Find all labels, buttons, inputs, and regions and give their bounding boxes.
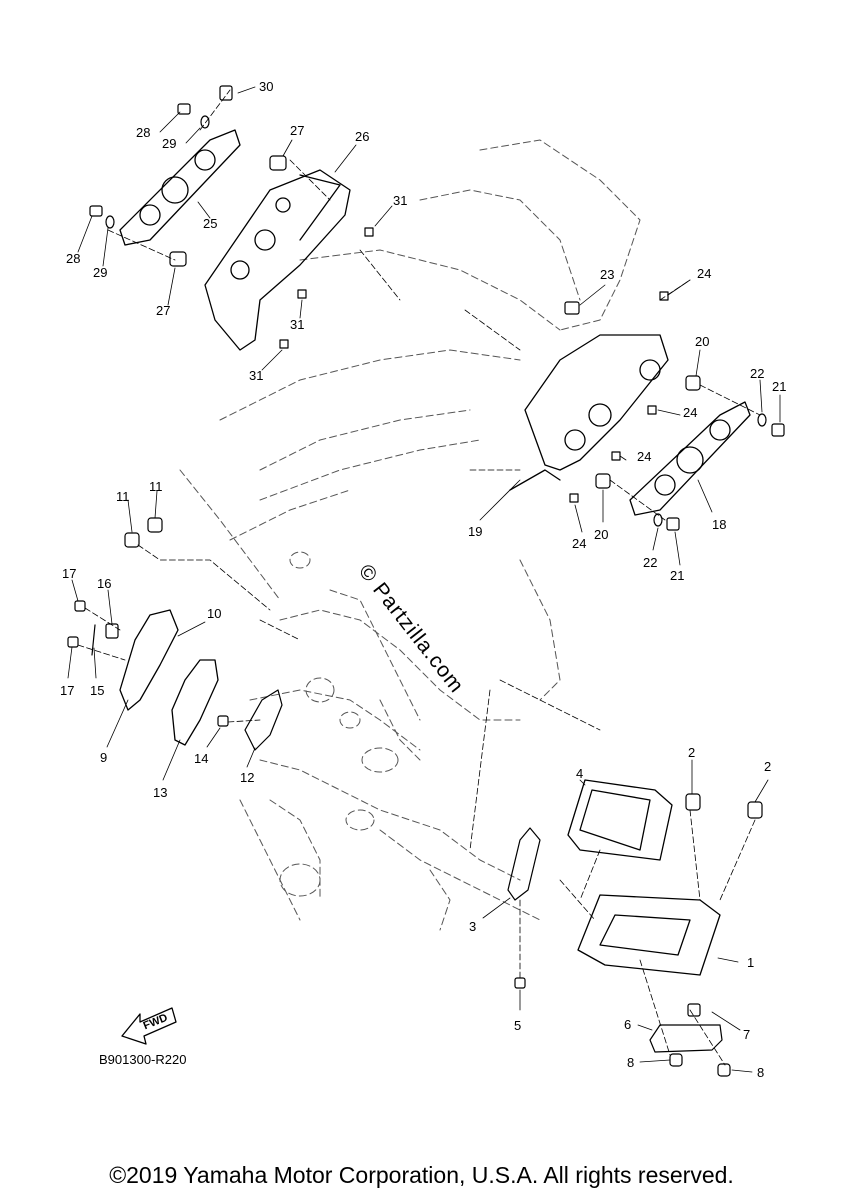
callout-31: 31 (249, 368, 264, 383)
bracket-26 (204, 169, 351, 351)
callout-4: 4 (576, 766, 584, 781)
cover-9 (119, 609, 179, 711)
callout-22: 22 (643, 555, 658, 570)
callout-23: 23 (600, 267, 615, 282)
fwd-arrow (121, 1007, 177, 1045)
callout-24: 24 (683, 405, 698, 420)
callout-13: 13 (153, 785, 168, 800)
callout-5: 5 (514, 1018, 522, 1033)
callout-3: 3 (469, 919, 477, 934)
callout-24: 24 (637, 449, 652, 464)
bracket-19 (509, 334, 669, 491)
callout-8: 8 (757, 1065, 765, 1080)
box-4 (567, 779, 673, 861)
callout-6: 6 (624, 1017, 632, 1032)
plate-18 (629, 401, 751, 516)
callout-10: 10 (207, 606, 222, 621)
plate-25 (119, 129, 241, 246)
callout-17: 17 (62, 566, 77, 581)
bracket-3 (507, 827, 541, 901)
assembly-lines (77, 89, 761, 1066)
callout-1: 1 (747, 955, 755, 970)
frame-outline (179, 139, 641, 931)
callout-20: 20 (594, 527, 609, 542)
bracket-12 (244, 689, 283, 751)
callout-2: 2 (688, 745, 696, 760)
callout-14: 14 (194, 751, 209, 766)
callout-20: 20 (695, 334, 710, 349)
callout-24: 24 (572, 536, 587, 551)
callout-9: 9 (100, 750, 108, 765)
callout-27: 27 (156, 303, 171, 318)
callout-28: 28 (136, 125, 151, 140)
bolts-lower-right (514, 793, 763, 1077)
callout-21: 21 (670, 568, 685, 583)
case-1 (577, 894, 721, 976)
callout-24: 24 (697, 266, 712, 281)
guard-13 (171, 659, 219, 746)
callout-29: 29 (162, 136, 177, 151)
callout-18: 18 (712, 517, 727, 532)
callout-19: 19 (468, 524, 483, 539)
callout-17: 17 (60, 683, 75, 698)
callout-15: 15 (90, 683, 105, 698)
callout-25: 25 (203, 216, 218, 231)
callout-21: 21 (772, 379, 787, 394)
callout-22: 22 (750, 366, 765, 381)
callout-31: 31 (290, 317, 305, 332)
callout-2: 2 (764, 759, 772, 774)
bolts-upper-left (89, 85, 374, 349)
callout-11: 11 (149, 479, 163, 494)
callout-11: 11 (116, 489, 130, 504)
callout-28: 28 (66, 251, 81, 266)
plate-6 (649, 1024, 723, 1053)
callout-31: 31 (393, 193, 408, 208)
copyright-notice: ©2019 Yamaha Motor Corporation, U.S.A. A… (109, 1162, 734, 1188)
leader-lines (67, 86, 781, 1073)
callout-26: 26 (355, 129, 370, 144)
callout-8: 8 (627, 1055, 635, 1070)
diagram-code: B901300-R220 (99, 1052, 187, 1067)
callout-16: 16 (97, 576, 112, 591)
callout-30: 30 (259, 79, 274, 94)
bolts-upper-right (564, 291, 785, 531)
callout-29: 29 (93, 265, 108, 280)
callout-12: 12 (240, 770, 255, 785)
callout-7: 7 (743, 1027, 751, 1042)
callout-27: 27 (290, 123, 305, 138)
